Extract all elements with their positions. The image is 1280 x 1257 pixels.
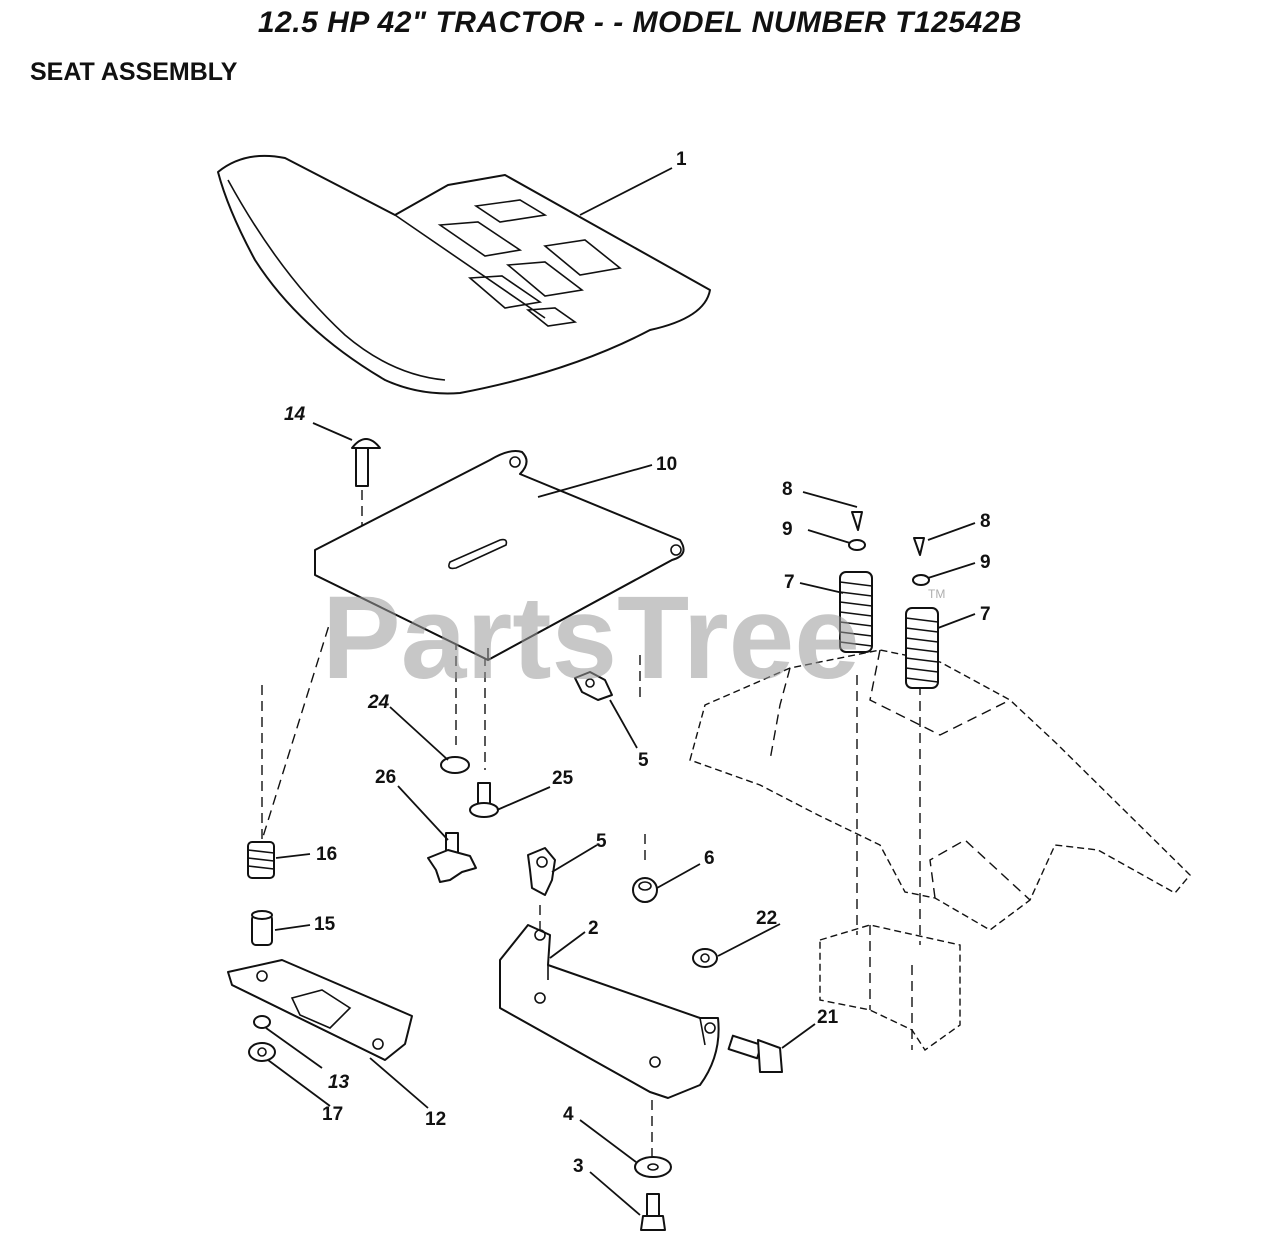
part-carriage-bolt [351, 438, 381, 487]
part-spring [905, 607, 939, 689]
part-bolt-3 [640, 1193, 666, 1231]
part-spacer [251, 910, 273, 946]
callout-21: 21 [817, 1007, 839, 1028]
svg-text:PartsTree: PartsTree [322, 572, 860, 704]
callout-5: 5 [596, 831, 607, 852]
part-cotter-pin [851, 511, 863, 531]
callouts: 1 14 10 8 9 8 9 7 7 24 5 26 25 16 5 6 15… [284, 149, 991, 1177]
callout-6: 6 [704, 848, 715, 869]
callout-13: 13 [328, 1072, 350, 1093]
callout-5: 5 [638, 750, 649, 771]
part-nut-22 [692, 948, 718, 968]
part-slide-plate [227, 959, 413, 1061]
callout-12: 12 [425, 1109, 446, 1130]
callout-4: 4 [563, 1104, 574, 1125]
part-washer [848, 539, 866, 551]
callout-10: 10 [656, 454, 677, 475]
part-bushing [632, 877, 658, 903]
part-spring [839, 571, 873, 653]
frame-outline [689, 649, 1191, 1051]
callout-8: 8 [980, 511, 991, 532]
part-nut-17 [248, 1042, 276, 1062]
part-clip [574, 671, 613, 701]
part-spacer-13 [253, 1015, 271, 1029]
part-washer-4 [634, 1156, 672, 1178]
part-spring-16 [247, 841, 275, 879]
callout-8: 8 [782, 479, 793, 500]
leader-lines [265, 167, 976, 1216]
callout-17: 17 [322, 1104, 343, 1125]
callout-9: 9 [980, 552, 991, 573]
callout-22: 22 [756, 908, 777, 929]
part-clip [527, 847, 556, 896]
part-washer [912, 574, 930, 586]
callout-14: 14 [284, 404, 306, 425]
part-seat [217, 154, 711, 395]
part-bolt-21 [727, 1034, 783, 1073]
part-bracket [499, 924, 720, 1099]
callout-24: 24 [367, 692, 390, 713]
callout-3: 3 [573, 1156, 584, 1177]
callout-16: 16 [316, 844, 337, 865]
callout-2: 2 [588, 918, 599, 939]
callout-26: 26 [375, 767, 396, 788]
callout-25: 25 [552, 768, 574, 789]
callout-15: 15 [314, 914, 336, 935]
callout-9: 9 [782, 519, 793, 540]
callout-7: 7 [784, 572, 795, 593]
page-title: 12.5 HP 42" TRACTOR - - MODEL NUMBER T12… [257, 6, 1023, 39]
part-cotter-pin [913, 537, 925, 556]
watermark: PartsTree TM [322, 572, 945, 704]
part-seat-pan [314, 450, 685, 661]
callout-1: 1 [676, 149, 687, 170]
part-washer-24 [440, 756, 470, 774]
svg-text:TM: TM [928, 587, 945, 601]
section-title: SEAT ASSEMBLY [30, 58, 238, 86]
part-knob [427, 832, 477, 883]
part-shoulder-bolt [469, 782, 499, 818]
callout-7: 7 [980, 604, 991, 625]
